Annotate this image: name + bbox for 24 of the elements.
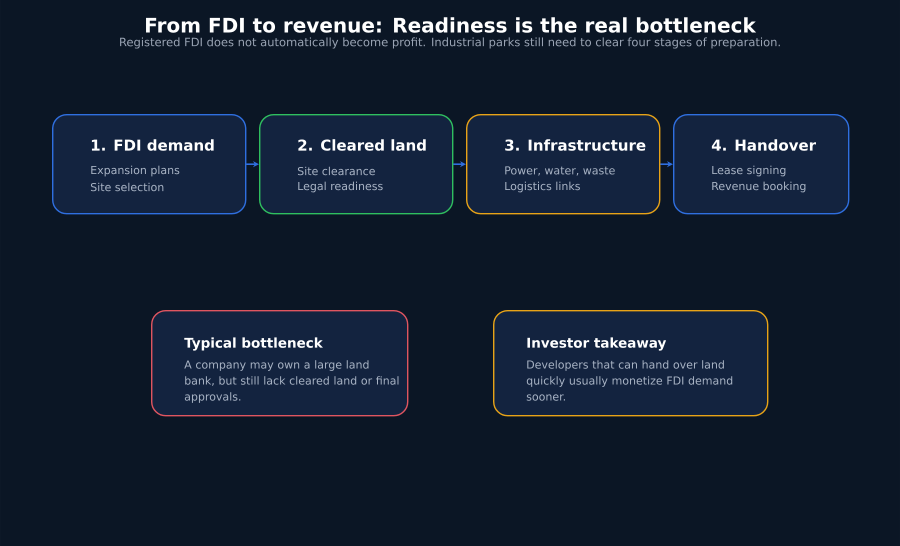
stage-title: 1. FDI demand: [92, 139, 214, 151]
subtitle: Registered FDI does not automatically become profit. Industrial parks still need to clear four stages of preparation.: [120, 37, 780, 49]
stage-detail: Expansion plans: [91, 166, 180, 176]
stage-box: [673, 114, 850, 214]
stage-title: 4. Handover: [712, 139, 816, 151]
stage-detail: Revenue booking: [712, 182, 806, 192]
stage-title: 2. Cleared land: [298, 139, 426, 151]
stage-box: [466, 114, 660, 214]
stage-detail: Power, water, waste: [505, 166, 615, 176]
note-text: Developers that can hand over land quickly usually monetize FDI demand sooner.: [526, 360, 732, 401]
title: From FDI to revenue: Readiness is the real bottleneck: [146, 17, 756, 33]
stage-title: 3. Infrastructure: [505, 139, 646, 151]
note-heading: Typical bottleneck: [184, 337, 323, 351]
stage-box: [259, 114, 454, 214]
stage-detail: Site selection: [90, 182, 164, 192]
note-text: A company may own a large land bank, but still lack cleared land or final approvals.: [184, 360, 398, 403]
stage-detail: Legal readiness: [298, 182, 383, 192]
stage-detail: Logistics links: [505, 182, 580, 192]
stage-box: [52, 114, 246, 214]
stage-detail: Lease signing: [712, 166, 786, 176]
note-heading: Investor takeaway: [527, 337, 666, 351]
stage-detail: Site clearance: [298, 166, 375, 176]
note-box: [151, 310, 408, 416]
note-box: [493, 310, 768, 416]
